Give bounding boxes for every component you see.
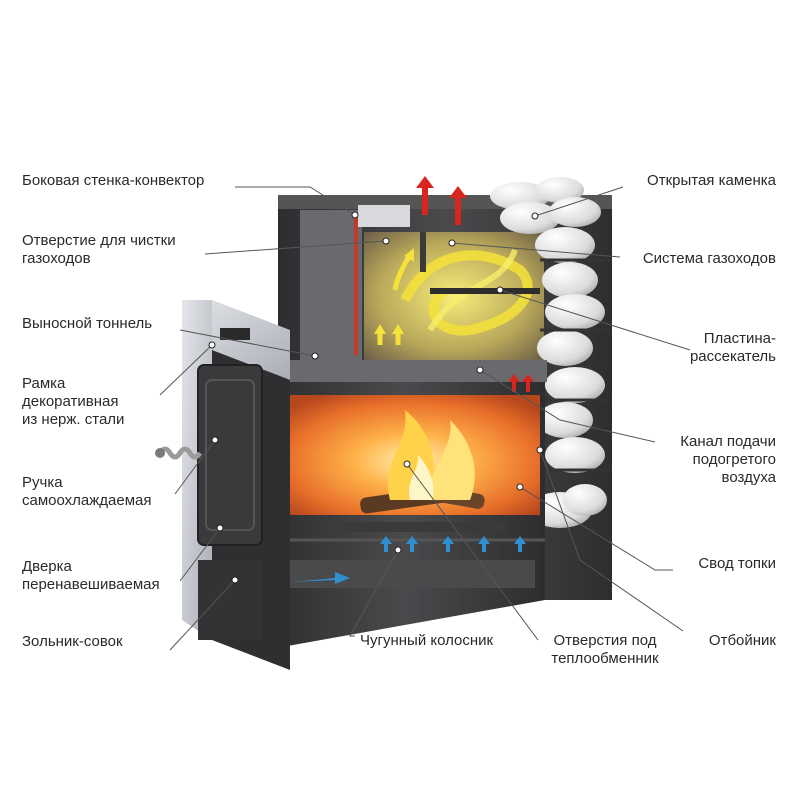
leader-lines [159, 186, 691, 651]
label-deflector: Отбойник [708, 632, 776, 649]
gas-swirl [400, 250, 533, 336]
firebox [265, 360, 547, 650]
door-handle-spring-icon[interactable] [155, 446, 203, 460]
air-arrow-up-icon [449, 186, 467, 225]
gas-arrows [374, 248, 414, 345]
label-plate: Пластина-рассекатель [689, 330, 776, 365]
grate [345, 522, 505, 532]
air-arrow-up-icon [380, 536, 392, 552]
upper-body [278, 195, 612, 600]
label-flue-system: Система газоходов [642, 250, 776, 267]
label-open-heater: Открытая каменка [647, 172, 776, 189]
leader-dots [208, 211, 544, 584]
door-frame [182, 300, 290, 670]
ash-drawer[interactable] [198, 560, 262, 640]
label-firebox-vault: Свод топки [698, 555, 776, 572]
air-arrow-right-icon [292, 572, 350, 584]
air-arrow-up-icon [416, 176, 434, 215]
door[interactable] [197, 364, 263, 546]
label-ashpan: Зольник-совок [22, 633, 123, 650]
label-grate: Чугунный колосник [360, 632, 494, 649]
hot-air-arrows [416, 176, 534, 392]
label-tunnel: Выносной тоннель [22, 315, 153, 332]
cold-air-arrows [292, 536, 526, 584]
divider-plate [430, 288, 540, 294]
label-side-wall: Боковая стенка-конвектор [22, 172, 205, 189]
